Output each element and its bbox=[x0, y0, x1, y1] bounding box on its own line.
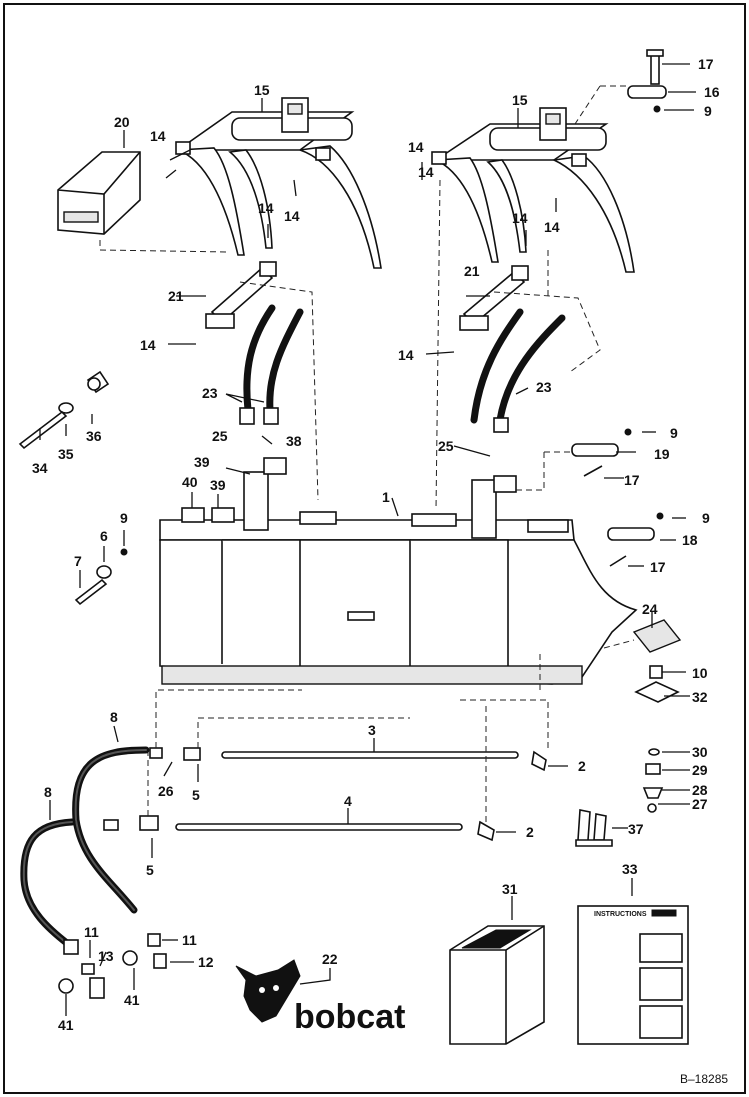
callout-6: 6 bbox=[100, 528, 108, 544]
callout-27: 27 bbox=[692, 796, 708, 812]
hydraulic-tube-upper bbox=[149, 650, 549, 772]
manual-box bbox=[449, 925, 545, 1045]
hose-fittings bbox=[58, 933, 167, 999]
callout-14: 14 bbox=[150, 128, 166, 144]
clamp-and-nut bbox=[634, 665, 680, 703]
callout-34: 34 bbox=[32, 460, 48, 476]
hose-holder bbox=[575, 809, 613, 847]
callout-39: 39 bbox=[210, 477, 226, 493]
callout-36: 36 bbox=[86, 428, 102, 444]
grapple-bucket bbox=[159, 457, 638, 685]
callout-20: 20 bbox=[114, 114, 130, 130]
knob-washer-bolt bbox=[18, 370, 110, 450]
callout-19: 19 bbox=[654, 446, 670, 462]
callout-5: 5 bbox=[146, 862, 154, 878]
coupler-stack bbox=[642, 748, 664, 813]
callout-2: 2 bbox=[578, 758, 586, 774]
callout-14: 14 bbox=[398, 347, 414, 363]
cutting-edge bbox=[603, 619, 682, 653]
callout-29: 29 bbox=[692, 762, 708, 778]
callout-31: 31 bbox=[502, 881, 518, 897]
callout-5: 5 bbox=[192, 787, 200, 803]
callout-labels: 17 16 9 15 15 20 14 14 14 14 14 14 14 14… bbox=[32, 56, 720, 1033]
callout-25: 25 bbox=[212, 428, 228, 444]
callout-14: 14 bbox=[544, 219, 560, 235]
right-cylinder-hoses bbox=[435, 179, 601, 511]
callout-28: 28 bbox=[692, 782, 708, 798]
callout-9: 9 bbox=[702, 510, 710, 526]
callout-26: 26 bbox=[158, 783, 174, 799]
callout-10: 10 bbox=[692, 665, 708, 681]
callout-7: 7 bbox=[74, 553, 82, 569]
left-hydraulic-cylinder bbox=[205, 261, 277, 329]
callout-22: 22 bbox=[322, 951, 338, 967]
callout-18: 18 bbox=[682, 532, 698, 548]
callout-2: 2 bbox=[526, 824, 534, 840]
left-grapple-arm bbox=[175, 97, 382, 269]
callout-14: 14 bbox=[258, 200, 274, 216]
pivot-pin-group-top bbox=[574, 49, 667, 125]
bolt-washer-nut bbox=[74, 548, 128, 606]
callout-1: 1 bbox=[382, 489, 390, 505]
callout-9: 9 bbox=[120, 510, 128, 526]
callout-9: 9 bbox=[704, 103, 712, 119]
callout-9: 9 bbox=[670, 425, 678, 441]
callout-8: 8 bbox=[44, 784, 52, 800]
callout-37: 37 bbox=[628, 821, 644, 837]
bobcat-logo: bobcat bbox=[235, 959, 405, 1036]
callout-21: 21 bbox=[168, 288, 184, 304]
hydraulic-tube-lower bbox=[103, 706, 495, 842]
long-hose-pair bbox=[20, 746, 150, 948]
callout-41: 41 bbox=[58, 1017, 74, 1033]
callout-23: 23 bbox=[536, 379, 552, 395]
callout-24: 24 bbox=[642, 601, 658, 617]
callout-3: 3 bbox=[368, 722, 376, 738]
callout-17: 17 bbox=[624, 472, 640, 488]
leader-lines bbox=[39, 63, 696, 1016]
callout-39: 39 bbox=[194, 454, 210, 470]
callout-15: 15 bbox=[512, 92, 528, 108]
callout-14: 14 bbox=[408, 139, 424, 155]
pin-19 bbox=[516, 428, 632, 491]
callout-38: 38 bbox=[286, 433, 302, 449]
right-hydraulic-cylinder bbox=[459, 265, 529, 331]
callout-16: 16 bbox=[704, 84, 720, 100]
callout-32: 32 bbox=[692, 689, 708, 705]
callout-4: 4 bbox=[344, 793, 352, 809]
callout-21: 21 bbox=[464, 263, 480, 279]
callout-17: 17 bbox=[698, 56, 714, 72]
instruction-sheet: INSTRUCTIONS bbox=[577, 905, 689, 1045]
callout-40: 40 bbox=[182, 474, 198, 490]
callout-14: 14 bbox=[140, 337, 156, 353]
callout-14: 14 bbox=[512, 210, 528, 226]
callout-17: 17 bbox=[650, 559, 666, 575]
callout-23: 23 bbox=[202, 385, 218, 401]
pin-18 bbox=[607, 512, 664, 567]
callout-30: 30 bbox=[692, 744, 708, 760]
callout-14: 14 bbox=[284, 208, 300, 224]
callout-8: 8 bbox=[110, 709, 118, 725]
cylinder-guard bbox=[57, 151, 231, 253]
right-grapple-arm bbox=[431, 107, 635, 273]
callout-35: 35 bbox=[58, 446, 74, 462]
callout-25: 25 bbox=[438, 438, 454, 454]
left-cylinder-hoses bbox=[239, 281, 319, 501]
document-id: B–18285 bbox=[680, 1072, 728, 1086]
callout-41: 41 bbox=[124, 992, 140, 1008]
callout-11: 11 bbox=[182, 932, 197, 948]
callout-15: 15 bbox=[254, 82, 270, 98]
callout-33: 33 bbox=[622, 861, 638, 877]
callout-14: 14 bbox=[418, 164, 434, 180]
callout-13: 13 bbox=[98, 948, 114, 964]
callout-11: 11 bbox=[84, 924, 99, 940]
instructions-title: INSTRUCTIONS bbox=[594, 911, 647, 918]
bobcat-wordmark: bobcat bbox=[294, 998, 405, 1036]
callout-12: 12 bbox=[198, 954, 214, 970]
